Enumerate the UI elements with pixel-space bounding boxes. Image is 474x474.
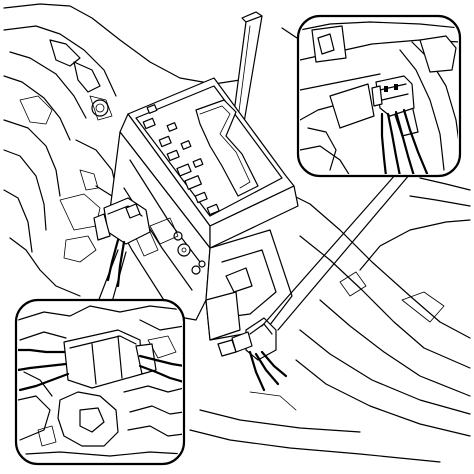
console-background — [3, 3, 471, 463]
shift-indicator-housing — [119, 77, 299, 249]
callout-leaders — [97, 173, 411, 331]
right-harness-connector — [217, 317, 288, 392]
shift-lever-base — [109, 131, 293, 341]
callout-upper-right — [296, 14, 462, 178]
callout-lower-left — [14, 298, 186, 466]
